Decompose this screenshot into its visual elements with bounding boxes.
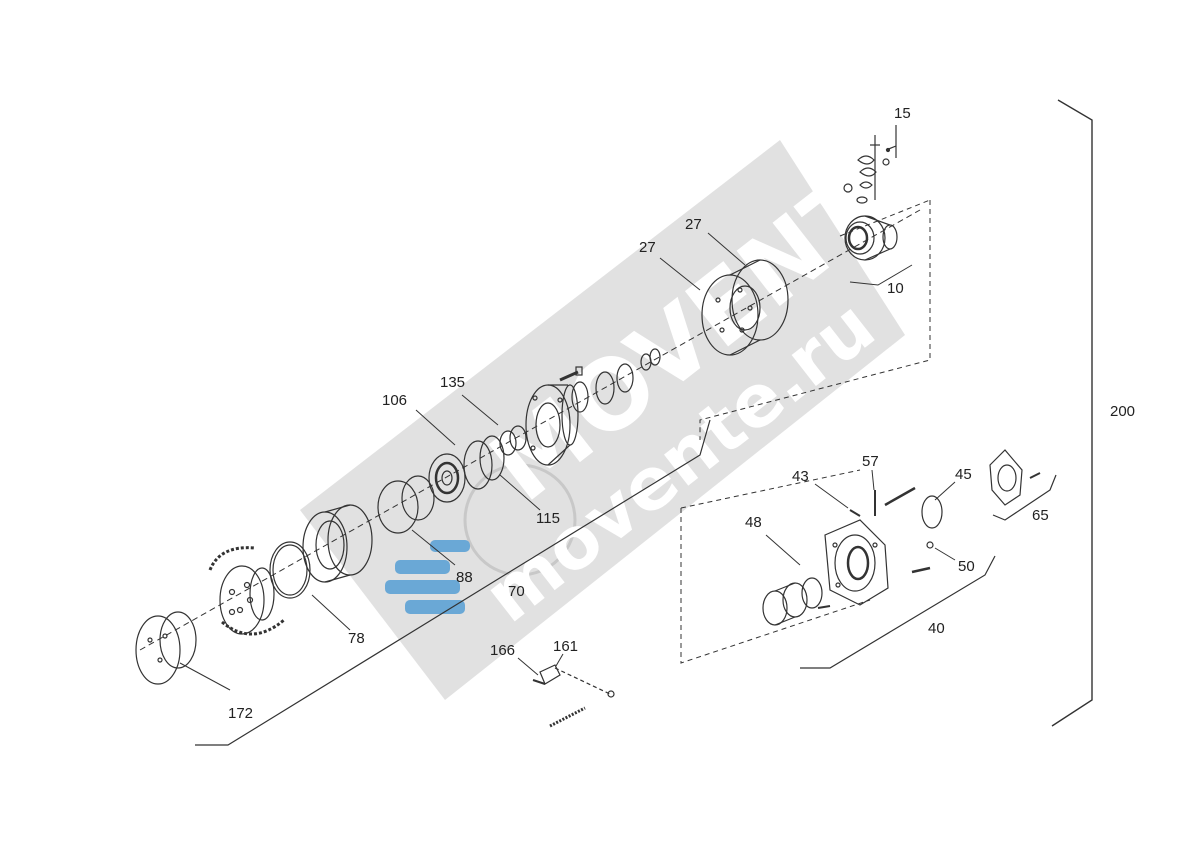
part-106-bearing (428, 453, 466, 503)
callout-15: 15 (894, 105, 911, 122)
callout-48: 48 (745, 514, 762, 531)
callout-27: 27 (685, 216, 702, 233)
callout-27: 27 (639, 239, 656, 256)
part-78-ring (272, 544, 308, 596)
seal-ring (595, 371, 615, 405)
callout-57: 57 (862, 453, 879, 470)
callout-10: 10 (887, 280, 904, 297)
bracket-65 (992, 474, 1057, 521)
bracket-200 (1051, 99, 1093, 727)
callout-135: 135 (440, 374, 465, 391)
leader-161 (555, 653, 564, 667)
o-ring (649, 348, 661, 366)
part-115-ring (463, 440, 493, 490)
group-10-box (699, 200, 931, 440)
watermark-band (300, 140, 905, 700)
leader-48 (765, 534, 801, 566)
part-135-ring (509, 425, 527, 451)
leader-45 (934, 481, 956, 501)
leader-50 (934, 547, 956, 561)
seal-ring (571, 381, 589, 413)
callout-172: 172 (228, 705, 253, 722)
part-88-ring (401, 475, 435, 521)
part-48-piston (762, 577, 823, 626)
part-15-fittings (843, 125, 897, 204)
leader-27b (707, 232, 746, 266)
callout-70: 70 (508, 583, 525, 600)
callout-40: 40 (928, 620, 945, 637)
part-27-ring (701, 259, 789, 356)
part-45-oring (921, 495, 943, 529)
callout-166: 166 (490, 642, 515, 659)
part-43-screw (849, 509, 861, 517)
part-115-ring (479, 435, 505, 481)
part-172-oring (159, 611, 197, 669)
callout-200: 200 (1110, 403, 1135, 420)
leader-88 (411, 529, 456, 566)
leader-172 (179, 662, 231, 691)
bolt (559, 366, 583, 382)
watermark-logo (385, 463, 577, 614)
callout-106: 106 (382, 392, 407, 409)
drum (302, 504, 373, 583)
leader-106 (415, 409, 456, 446)
callout-65: 65 (1032, 507, 1049, 524)
leader-57 (871, 469, 875, 491)
callout-50: 50 (958, 558, 975, 575)
callout-161: 161 (553, 638, 578, 655)
callout-45: 45 (955, 466, 972, 483)
leader-10 (849, 264, 913, 286)
callout-78: 78 (348, 630, 365, 647)
leader-135 (461, 394, 499, 426)
leader-43 (814, 483, 849, 509)
part-172-flange (135, 615, 181, 685)
group-40-box-top (680, 469, 861, 509)
callout-labels: 15 27 27 10 200 135 106 115 88 70 78 172… (228, 105, 1135, 722)
group-10-box-top (839, 199, 931, 237)
leader-115 (499, 474, 541, 511)
bracket-70 (195, 419, 711, 746)
part-78-ring (269, 541, 311, 599)
part-50-plug (926, 541, 934, 549)
bracket-40 (800, 555, 996, 669)
part-65-cover (989, 449, 1041, 506)
part-88-ring (377, 480, 419, 534)
group-40-box (680, 508, 871, 664)
screw (817, 605, 831, 609)
part-135-ring (499, 430, 517, 456)
wheel-hub (208, 546, 285, 636)
leader-166 (517, 657, 539, 676)
leader-78 (311, 594, 351, 631)
callout-115: 115 (536, 510, 560, 527)
part-10-bearing (844, 215, 898, 261)
part-57-fitting (884, 486, 916, 507)
leader-27a (659, 257, 701, 291)
callout-88: 88 (456, 569, 473, 586)
seal-ring (616, 363, 634, 393)
callout-43: 43 (792, 468, 809, 485)
part-40-housing (824, 519, 889, 606)
part-161-bracket (532, 664, 615, 728)
screw (911, 566, 931, 574)
hub-part (525, 384, 579, 466)
